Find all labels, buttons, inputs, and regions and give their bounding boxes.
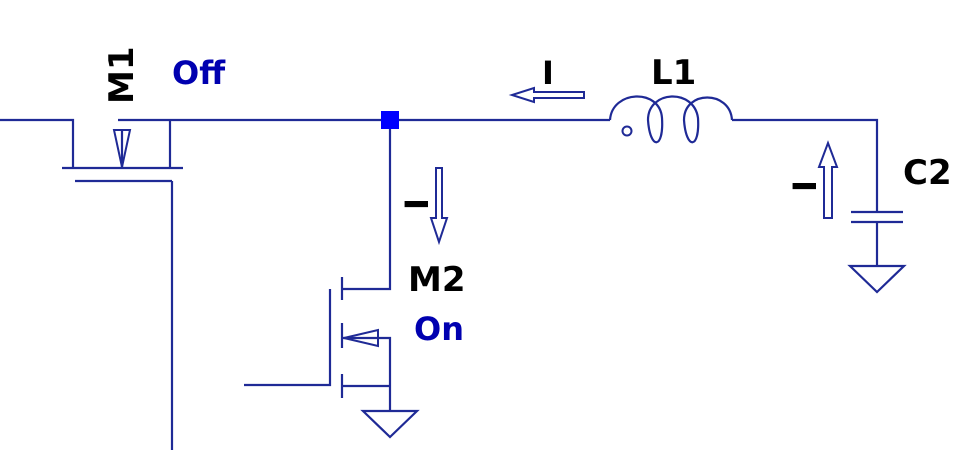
m2-gate-lead	[244, 289, 332, 387]
m1-arrow	[112, 129, 132, 168]
inductor-l1	[608, 95, 734, 144]
c2-label: C2	[903, 153, 952, 193]
mosfet-m2	[244, 277, 420, 439]
wires	[0, 118, 879, 450]
m2-source	[342, 336, 392, 411]
i-c2-label: I	[786, 180, 824, 192]
m1-label: M1	[102, 47, 142, 105]
current-arrow-m2	[429, 167, 449, 246]
m1-state-label: Off	[172, 54, 226, 92]
c2-ground-icon	[847, 264, 907, 294]
m2-label: M2	[408, 260, 466, 300]
capacitor-c2	[847, 210, 907, 294]
m2-arrow	[343, 328, 379, 348]
l1-coil	[608, 95, 734, 144]
wire-m1-left	[0, 118, 75, 168]
wire-l1-c2	[732, 118, 879, 212]
l1-label: L1	[651, 53, 696, 93]
m2-ground-icon	[360, 409, 420, 439]
m2-state-label: On	[414, 310, 464, 348]
l1-polarity-dot	[621, 125, 633, 137]
wire-to-m2	[342, 120, 392, 291]
i-m2-label: I	[398, 198, 436, 210]
current-arrow-top	[508, 86, 585, 104]
i-top-label: I	[542, 54, 554, 92]
switch-node-dot	[381, 111, 399, 129]
current-arrow-c2	[817, 140, 839, 219]
m1-body	[120, 120, 172, 168]
